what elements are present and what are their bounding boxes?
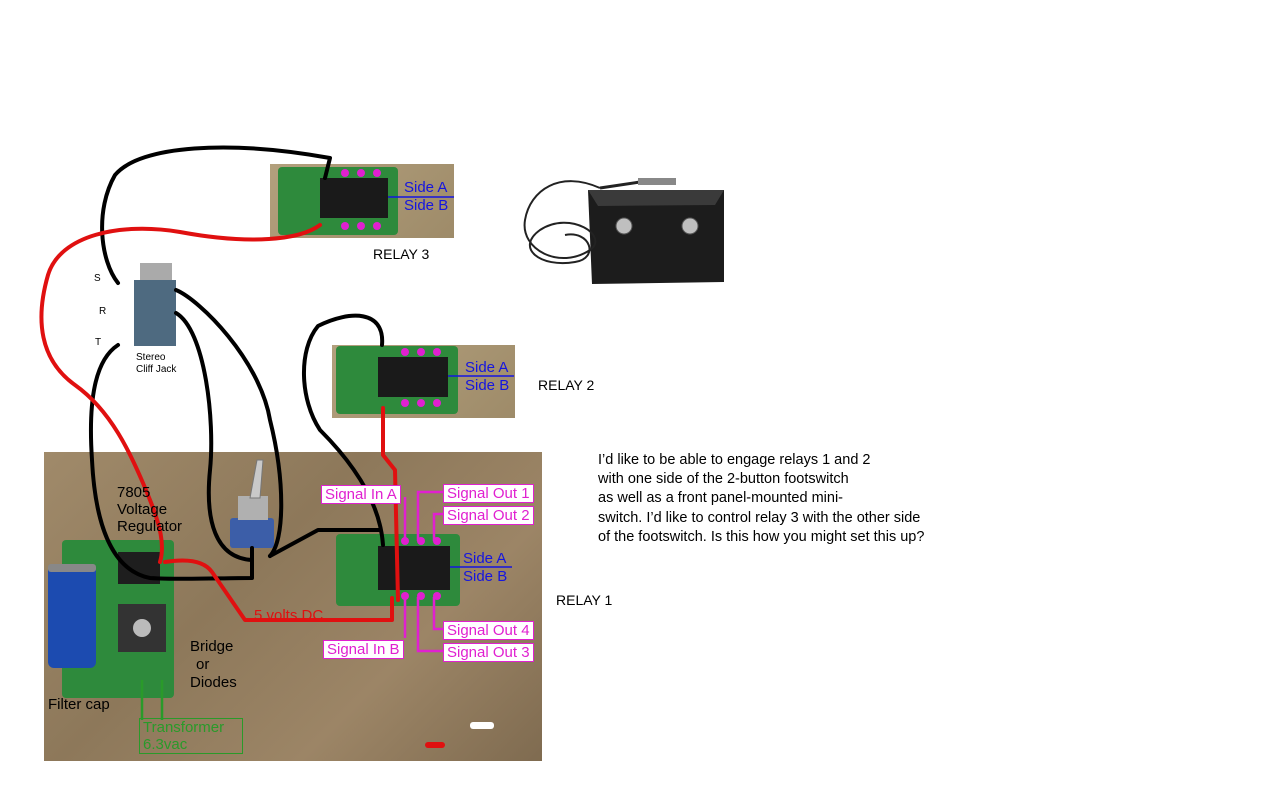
relay1-side-a: Side A [463,550,507,567]
question-line5: of the footswitch. Is this how you might… [598,528,925,545]
jack-sleeve-label: S [94,273,101,284]
signal-out-4: Signal Out 4 [443,621,534,640]
relay1-board [336,534,460,606]
jack-caption-line2: Cliff Jack [136,364,177,375]
regulator-label: 7805 Voltage Regulator [117,484,182,535]
relay1-side-b: Side B [463,568,508,585]
regulator-line2: Voltage [117,501,168,518]
relay1-label: RELAY 1 [556,592,613,608]
question-line4: switch. I’d like to control relay 3 with… [598,509,921,526]
relay3-side-b: Side B [404,197,449,214]
filter-cap-label: Filter cap [48,696,110,713]
jack-caption: Stereo Cliff Jack [136,352,176,376]
jack-tip-label: T [95,337,102,348]
signal-in-a: Signal In A [321,485,401,504]
transformer-label: Transformer 6.3vac [139,718,243,754]
relay2-side-a: Side A [465,359,509,376]
transformer-line2: 6.3vac [143,736,188,753]
bridge-line1: Bridge [190,638,234,655]
signal-out-3: Signal Out 3 [443,643,534,662]
footswitch [523,178,724,284]
regulator-line1: 7805 [117,484,151,501]
stereo-jack [134,263,176,346]
question-line2: with one side of the 2-button footswitch [598,471,849,488]
signal-out-2: Signal Out 2 [443,506,534,525]
bridge-label: Bridge or Diodes [190,638,237,692]
relay3-board [278,167,398,235]
bridge-line2: or [196,656,210,673]
regulator-line3: Regulator [117,518,183,535]
relay2-side-b: Side B [465,377,510,394]
question-text: I’d like to be able to engage relays 1 a… [598,451,958,547]
signal-in-b: Signal In B [323,640,404,659]
question-line3: as well as a front panel-mounted mini- [598,490,844,507]
relay3-label: RELAY 3 [373,246,430,262]
supply-voltage-label: 5 volts DC [254,607,324,624]
relay2-board [336,346,458,414]
relay3-side-a: Side A [404,179,448,196]
bridge-line3: Diodes [190,674,237,691]
transformer-line1: Transformer [143,719,225,736]
jack-caption-line1: Stereo [136,352,166,363]
jack-ring-label: R [99,306,107,317]
relay2-label: RELAY 2 [538,377,595,393]
signal-out-1: Signal Out 1 [443,484,534,503]
question-line1: I’d like to be able to engage relays 1 a… [598,452,871,468]
power-supply-board [62,540,174,698]
